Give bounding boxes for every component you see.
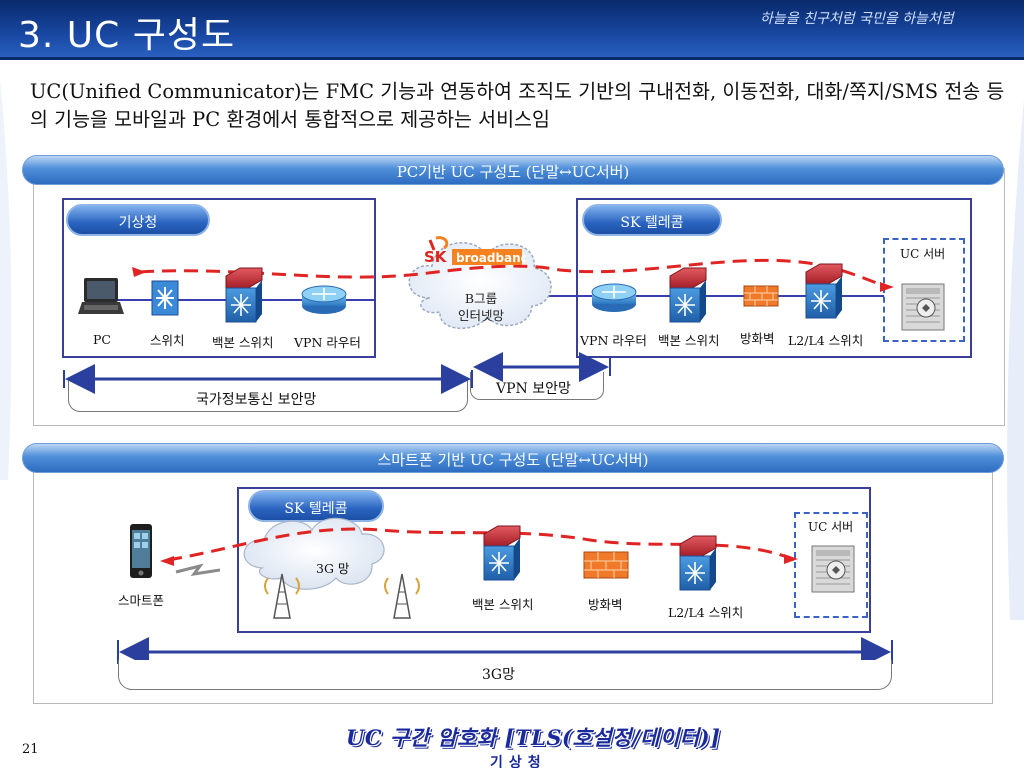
kma-zone (62, 198, 376, 358)
pc-section-title: PC기반 UC 구성도 (단말↔UC서버) (396, 163, 630, 181)
header-slogan: 하늘을 친구처럼 국민을 하늘처럼 (760, 11, 954, 27)
mobile-flow-arrow-right (784, 554, 798, 564)
cloud-label-line1: B그룹 (464, 291, 498, 306)
mobile-firewall-label: 방화벽 (588, 597, 623, 612)
l2l4-switch-label: L2/L4 스위치 (788, 333, 864, 348)
laptop-pc-icon (78, 278, 124, 314)
mobile-section-bar: 스마트폰 기반 UC 구성도 (단말↔UC서버) (22, 443, 1004, 473)
internet-cloud-label: B그룹 인터넷망 (446, 290, 516, 324)
mobile-flow-arrow-left (160, 556, 174, 566)
kma-zone-tag: 기상청 (66, 204, 210, 236)
skt-zone-pc (576, 198, 972, 358)
firewall-icon (583, 551, 629, 579)
vpn-router-right-label: VPN 라우터 (580, 333, 647, 348)
l2l4-switch-icon (805, 263, 843, 319)
threeg-range-box (118, 660, 892, 690)
skt-zone-mobile-tag-label: SK 텔레콤 (284, 501, 348, 517)
mobile-l2l4-switch-label: L2/L4 스위치 (668, 605, 744, 620)
access-switch-icon (151, 280, 179, 316)
broadband-logo-text: broadband (456, 251, 526, 265)
page-number: 21 (22, 742, 39, 757)
smartphone-icon (130, 524, 152, 578)
uc-server-label-mobile: UC 서버 (808, 520, 854, 534)
uc-server-label-pc: UC 서버 (900, 247, 946, 261)
skt-zone-mobile-tag: SK 텔레콤 (248, 490, 384, 522)
slide-title: 3. UC 구성도 (18, 15, 236, 56)
mobile-backbone-switch-label: 백본 스위치 (472, 597, 534, 612)
backbone-switch-right-label: 백본 스위치 (658, 333, 720, 348)
vpn-router-icon (591, 283, 637, 312)
mobile-section-title: 스마트폰 기반 UC 구성도 (단말↔UC서버) (377, 451, 649, 469)
threeg-cloud-label: 3G 망 (316, 561, 350, 576)
cloud-label-line2: 인터넷망 (457, 308, 504, 323)
skt-zone-mobile (237, 487, 871, 633)
firewall-label: 방화벽 (740, 331, 775, 346)
wireless-link-icon (175, 563, 221, 577)
smartphone-label: 스마트폰 (118, 593, 165, 608)
uc-server-icon (901, 283, 945, 331)
vpn-router-icon (301, 285, 347, 314)
cell-tower-icon (264, 573, 300, 619)
national-net-range-label: 국가정보통신 보안망 (196, 392, 317, 408)
backbone-switch-icon (483, 525, 521, 581)
pc-flow-arrow-left (132, 267, 146, 277)
kma-zone-tag-label: 기상청 (118, 215, 158, 231)
skt-zone-pc-tag: SK 텔레콤 (582, 204, 722, 236)
backbone-switch-left-label: 백본 스위치 (212, 335, 274, 350)
footer-logo: 기상청 (490, 755, 547, 768)
switch-label: 스위치 (150, 333, 185, 348)
sk-broadband-logo: SK broadband (424, 236, 526, 266)
encryption-banner: UC 구간 암호화 [TLS(호설정/데이터)] (346, 725, 721, 750)
backbone-switch-icon (669, 267, 707, 323)
cell-tower-icon (384, 573, 420, 619)
backbone-switch-icon (225, 267, 263, 323)
intro-paragraph: UC(Unified Communicator)는 FMC 기능과 연동하여 조… (30, 80, 1005, 131)
vpn-router-left-label: VPN 라우터 (294, 335, 361, 350)
vpn-net-range-label: VPN 보안망 (496, 381, 571, 397)
skt-zone-pc-tag-label: SK 텔레콤 (620, 215, 684, 231)
l2l4-switch-icon (679, 535, 717, 591)
pc-flow-arrow-right (880, 282, 894, 292)
pc-secure-flow (139, 258, 887, 288)
header-band (0, 0, 1024, 60)
firewall-icon (743, 285, 779, 307)
uc-server-icon (811, 545, 855, 593)
pc-section-bar: PC기반 UC 구성도 (단말↔UC서버) (22, 155, 1004, 185)
pc-label: PC (93, 332, 111, 347)
threeg-range-label: 3G망 (482, 667, 515, 683)
sk-logo-text: SK (424, 248, 448, 266)
